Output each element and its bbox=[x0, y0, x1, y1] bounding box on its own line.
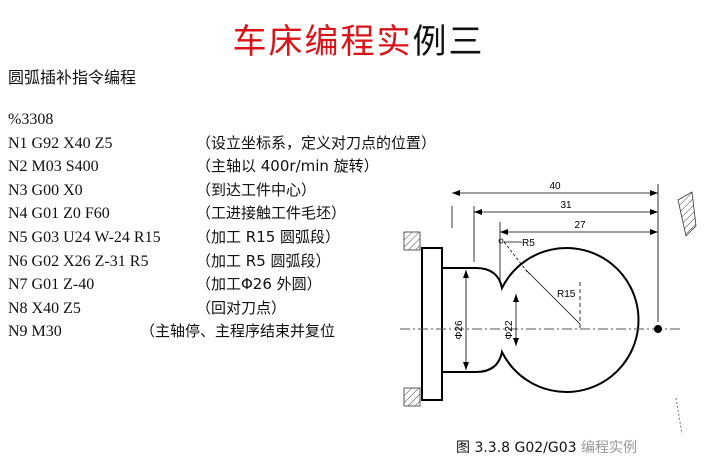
arrow-head bbox=[500, 229, 508, 235]
arrow-head bbox=[513, 294, 519, 302]
program-comment: （设立坐标系，定义对刀点的位置） bbox=[196, 133, 437, 152]
program-cmd: N5 G03 U24 W-24 R15 bbox=[8, 228, 161, 246]
arrow-head bbox=[650, 229, 658, 235]
arrow-head bbox=[463, 362, 469, 370]
dia-label-d22: Φ22 bbox=[504, 320, 515, 340]
chuck-jaw-top bbox=[403, 231, 421, 251]
program-comment: （加工 R5 圆弧段） bbox=[196, 251, 331, 270]
dia-label-d26: Φ26 bbox=[454, 320, 465, 340]
program-comment: （加工Φ26 外圆） bbox=[196, 275, 322, 294]
figure-caption: 图 3.3.8 G02/G03 编程实例 bbox=[456, 437, 637, 457]
edge-mark bbox=[675, 397, 683, 434]
leader-line bbox=[503, 241, 530, 275]
cutting-tool bbox=[677, 191, 697, 237]
part-profile bbox=[442, 247, 640, 393]
program-cmd: N2 M03 S400 bbox=[8, 158, 99, 176]
page-title: 车床编程实例三 bbox=[0, 14, 717, 63]
arrow-head bbox=[650, 209, 658, 215]
origin-point bbox=[654, 325, 662, 333]
center-mark bbox=[498, 238, 504, 244]
section-subtitle: 圆弧插补指令编程 bbox=[8, 68, 137, 87]
caption-main: 图 3.3.8 G02/G03 bbox=[456, 440, 577, 456]
program-comment: （主轴以 400r/min 旋转） bbox=[196, 157, 379, 176]
arrow-head bbox=[463, 270, 469, 278]
program-cmd: N4 G01 Z0 F60 bbox=[8, 205, 110, 223]
radius-label-r15: R15 bbox=[557, 289, 576, 300]
arrow-head bbox=[650, 190, 658, 196]
caption-faded: 编程实例 bbox=[581, 440, 638, 456]
chuck-jaw-bottom bbox=[403, 387, 421, 407]
title-red-part: 车床编程实 bbox=[232, 22, 413, 62]
stock-flange bbox=[421, 247, 443, 401]
program-comment: （工进接触工件毛坯） bbox=[196, 204, 347, 223]
arrow-head bbox=[513, 338, 519, 346]
arrow-head bbox=[452, 190, 460, 196]
program-cmd: N3 G00 X0 bbox=[8, 181, 83, 199]
dim-label-31: 31 bbox=[560, 200, 572, 211]
dim-label-40: 40 bbox=[549, 181, 561, 192]
arrow-head bbox=[474, 209, 482, 215]
program-cmd: N8 X40 Z5 bbox=[8, 299, 81, 317]
title-black-part: 例三 bbox=[412, 22, 485, 62]
program-comment: （回对刀点） bbox=[196, 298, 287, 317]
program-cmd: N9 M30 bbox=[8, 323, 62, 341]
part-drawing: 40 31 27 R5 R15 Φ26 Φ22 bbox=[400, 181, 697, 434]
program-comment: （加工 R15 圆弧段） bbox=[196, 227, 341, 246]
dim-label-27: 27 bbox=[574, 220, 586, 231]
program-number: %3308 bbox=[8, 111, 54, 128]
radius-line bbox=[525, 269, 581, 325]
program-comment: （主轴停、主程序结束并复位 bbox=[140, 322, 336, 341]
program-cmd: N1 G92 X40 Z5 bbox=[8, 134, 113, 152]
radius-label-r5: R5 bbox=[522, 238, 535, 249]
program-cmd: N7 G01 Z-40 bbox=[8, 276, 95, 294]
program-cmd: N6 G02 X26 Z-31 R5 bbox=[8, 252, 149, 270]
program-comment: （到达工件中心） bbox=[196, 180, 317, 199]
